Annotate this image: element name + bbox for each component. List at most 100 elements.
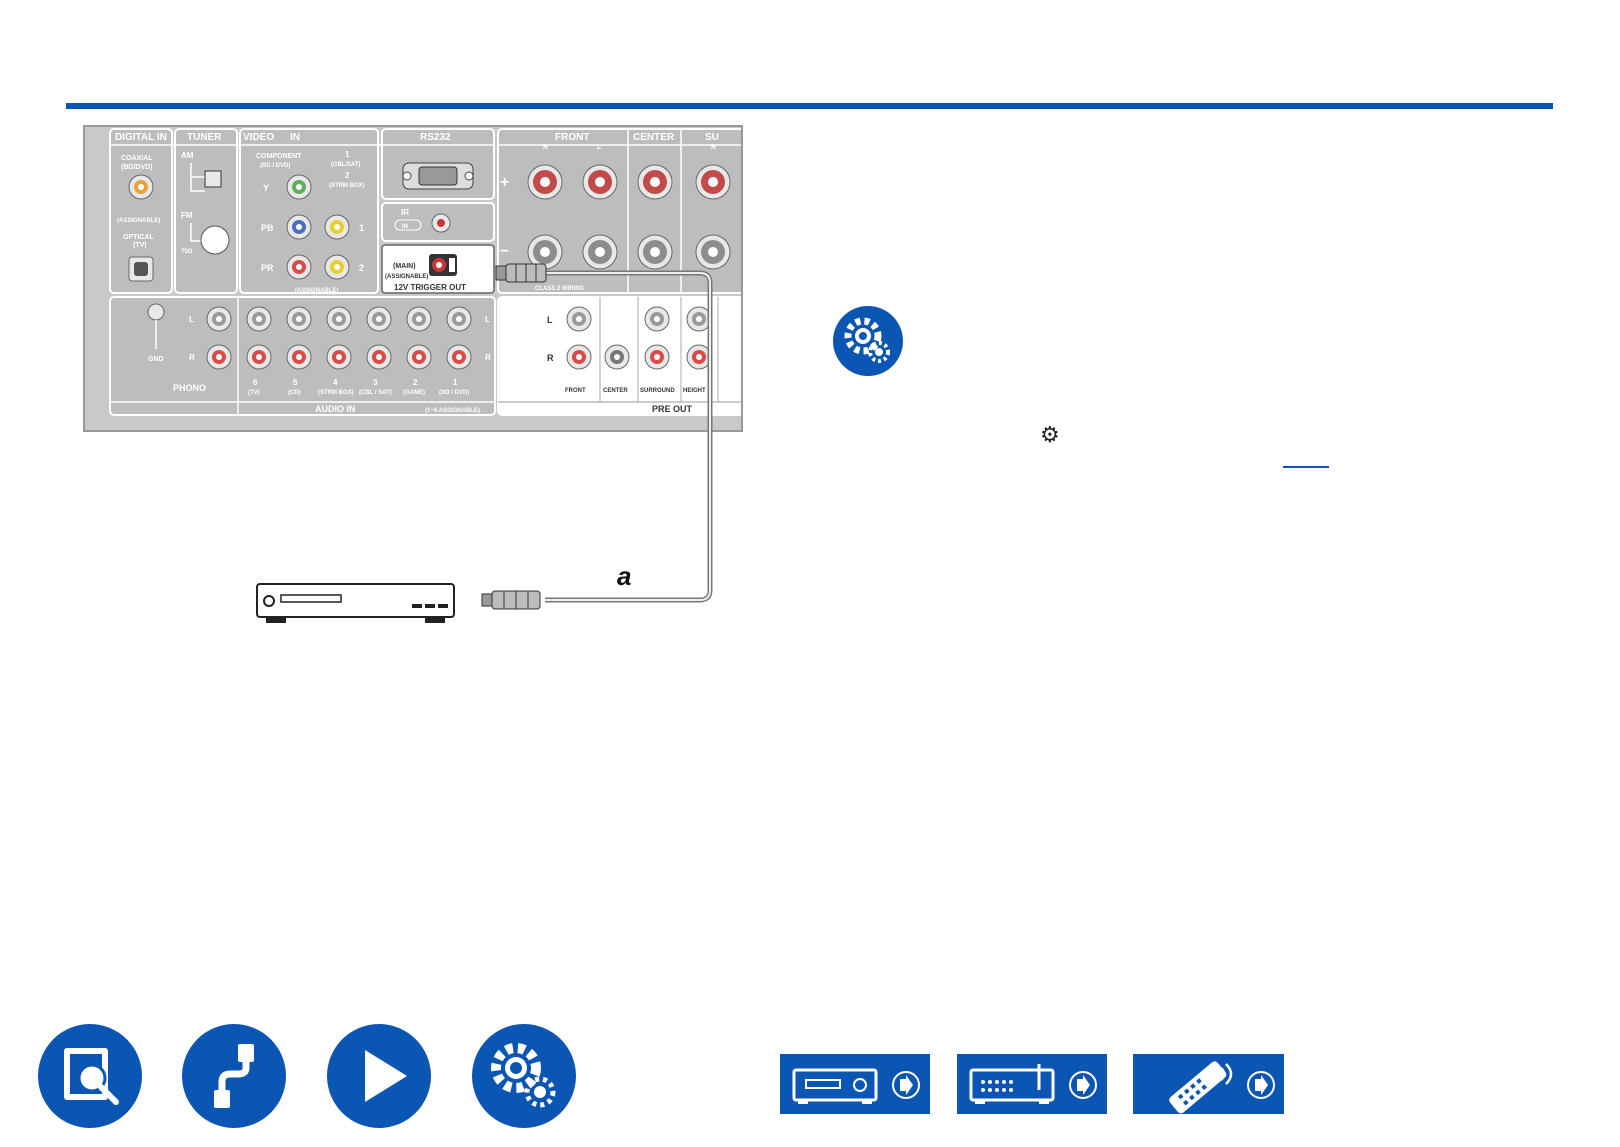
remote-control-icon	[1169, 1061, 1275, 1114]
mini-plug-bottom-icon	[481, 590, 541, 610]
audio-jack-l	[286, 306, 312, 332]
audio-jack-l	[406, 306, 432, 332]
pre-l-label: L	[547, 315, 553, 325]
audio-jack-l	[246, 306, 272, 332]
optical-label: OPTICAL	[123, 234, 154, 241]
settings-gears-icon	[491, 1043, 556, 1108]
am-label: AM	[181, 151, 194, 160]
settings-button[interactable]	[472, 1024, 576, 1128]
audio-jack-l	[326, 306, 352, 332]
composite-2-label: 2	[359, 263, 364, 273]
audio-in-jacks	[206, 306, 472, 370]
header-rule	[66, 103, 1553, 109]
ai-num-5: 2	[413, 378, 418, 387]
tuner-label: TUNER	[187, 132, 222, 143]
play-icon	[365, 1050, 407, 1102]
audio-jack-r	[206, 344, 232, 370]
sur-r-label: R	[711, 144, 716, 151]
video-in-label: IN	[290, 132, 300, 143]
class2-wiring-label: CLASS 2 WIRING	[535, 286, 585, 292]
pb-label: PB	[261, 223, 274, 233]
pre-out-jacks	[566, 306, 712, 370]
receiver-rear-icon	[969, 1064, 1097, 1104]
pre-height-label: HEIGHT 1	[683, 388, 711, 394]
audio-jack-l	[366, 306, 392, 332]
external-device-icon	[256, 583, 455, 623]
assignable-label-1: (ASSIGNABLE)	[117, 218, 160, 224]
phono-l-label: L	[189, 315, 194, 324]
phono-label: PHONO	[173, 383, 206, 393]
front-panel-button[interactable]	[780, 1054, 930, 1114]
assignable-label-2: (ASSIGNABLE)	[295, 288, 338, 294]
audio-r-label: R	[485, 353, 491, 362]
front-label: FRONT	[555, 132, 589, 143]
main-label: (MAIN)	[393, 263, 416, 270]
plus-label: +	[500, 174, 509, 191]
component-label: COMPONENT	[256, 153, 302, 160]
rs232-label: RS232	[420, 132, 451, 143]
receiver-front-icon	[792, 1068, 920, 1104]
assignable-range-label: (1~6 ASSIGNABLE)	[425, 408, 480, 414]
pre-front-label: FRONT	[565, 388, 586, 394]
audio-in-label: AUDIO IN	[315, 404, 356, 414]
gnd-label: GND	[148, 356, 164, 363]
pre-jack-center	[604, 344, 630, 370]
rear-panel-diagram: DIGITAL IN TUNER VIDEO IN RS232 FRONT CE…	[109, 128, 741, 416]
pre-jack-height-r	[686, 344, 712, 370]
ir-label: IR	[401, 208, 409, 217]
audio-jack-r	[366, 344, 392, 370]
manual-search-button[interactable]	[38, 1024, 142, 1128]
ai-name-6: (BD / DVD)	[439, 390, 469, 396]
coaxial-sub-label: (BD/DVD)	[121, 164, 153, 171]
audio-jack-l	[206, 306, 232, 332]
coaxial-label: COAXIAL	[121, 155, 153, 162]
ai-num-3: 4	[333, 378, 338, 387]
assignable-label-3: (ASSIGNABLE)	[385, 274, 428, 280]
remote-control-button[interactable]	[1133, 1054, 1284, 1114]
strm-box-label: (STRM BOX)	[329, 183, 365, 189]
front-l-label: L	[597, 144, 602, 151]
mini-plug-top-icon	[495, 263, 547, 283]
pr-label: PR	[261, 263, 274, 273]
su-label: SU	[705, 132, 719, 143]
audio-jack-r	[286, 344, 312, 370]
cable-icon	[214, 1044, 254, 1108]
composite-1-label: 1	[359, 223, 364, 233]
trigger-out-label: 12V TRIGGER OUT	[394, 283, 466, 292]
audio-jack-r	[446, 344, 472, 370]
pre-jack-front-l	[566, 306, 592, 332]
fm-ohm-label: 75Ω	[181, 249, 193, 255]
rear-panel: DIGITAL IN TUNER VIDEO IN RS232 FRONT CE…	[83, 125, 743, 432]
audio-jack-r	[326, 344, 352, 370]
settings-badge-icon	[833, 306, 903, 376]
page-link[interactable]	[1283, 466, 1329, 468]
audio-jack-r	[406, 344, 432, 370]
front-r-label: R	[543, 144, 548, 151]
minus-label: –	[500, 242, 509, 259]
pre-jack-surround-r	[644, 344, 670, 370]
manual-search-icon	[64, 1048, 119, 1105]
ai-name-4: (CBL / SAT)	[359, 390, 392, 396]
video-1-label: 1	[345, 150, 350, 159]
center-label: CENTER	[633, 132, 675, 143]
cbl-sat-label: (CBL/SAT)	[331, 162, 361, 168]
fm-label: FM	[181, 211, 193, 220]
y-label: Y	[263, 183, 269, 193]
playback-button[interactable]	[327, 1024, 431, 1128]
component-sub-label: (BD / DVD)	[260, 163, 290, 169]
ai-name-3: (STRM BOX)	[318, 390, 354, 396]
audio-jack-r	[246, 344, 272, 370]
ai-num-2: 5	[293, 378, 298, 387]
connections-button[interactable]	[182, 1024, 286, 1128]
rear-panel-button[interactable]	[957, 1054, 1107, 1114]
pre-r-label: R	[547, 353, 554, 363]
audio-jack-l	[446, 306, 472, 332]
ai-num-4: 3	[373, 378, 378, 387]
pre-jack-height-l	[686, 306, 712, 332]
video-label: VIDEO	[243, 132, 274, 143]
ir-in-label: IN	[402, 224, 408, 230]
pre-jack-front-r	[566, 344, 592, 370]
pre-jack-surround-l	[644, 306, 670, 332]
ai-name-2: (CD)	[288, 390, 301, 396]
